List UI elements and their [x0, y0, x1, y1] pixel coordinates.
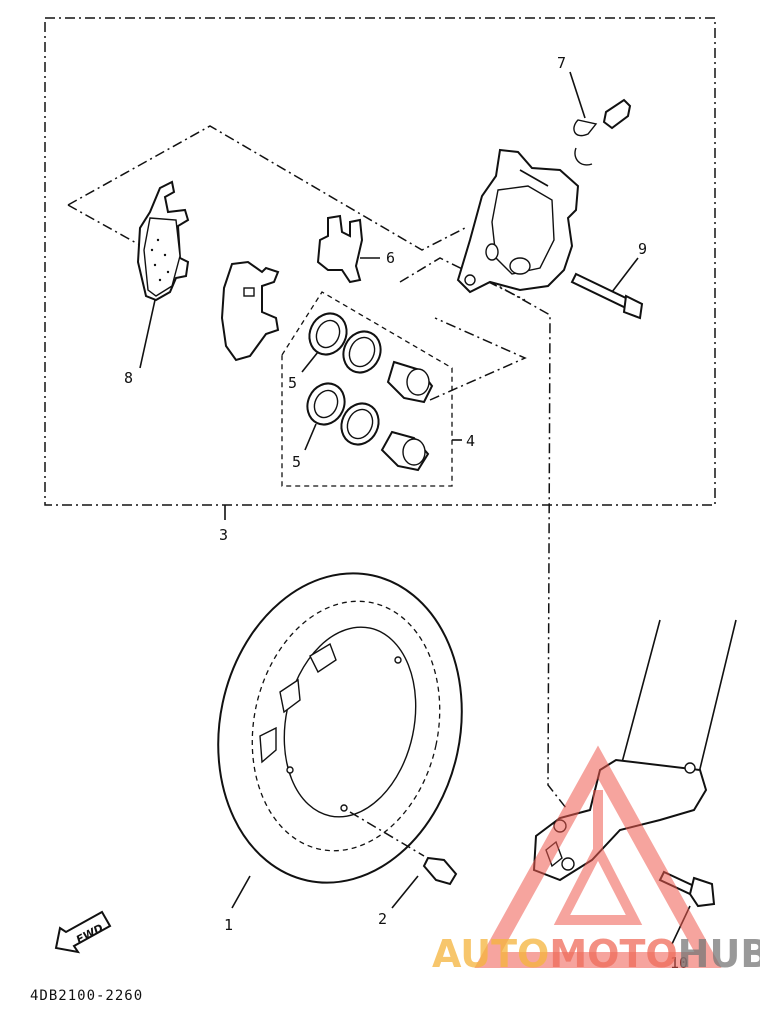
seal-rings [306, 312, 382, 446]
callout-3: 3 [219, 526, 228, 544]
callout-8: 8 [124, 369, 133, 387]
leader-1 [231, 875, 251, 909]
mount-guide-line [469, 269, 567, 809]
caliper-body [456, 148, 580, 294]
callout-7: 7 [557, 54, 566, 72]
callout-5a: 5 [288, 374, 297, 392]
leader-5b [304, 423, 317, 451]
pad-support-clip [316, 214, 364, 284]
leader-9 [611, 257, 639, 293]
pad-guide-line [67, 125, 466, 251]
seal-guide-line-2 [429, 317, 527, 401]
leader-7 [569, 71, 586, 119]
disc-bolt [422, 856, 458, 886]
leader-5a [301, 351, 319, 373]
brake-pad-front [136, 180, 190, 302]
disc-bolt-guide [349, 811, 425, 857]
caliper-pistons [380, 360, 434, 472]
callout-9: 9 [638, 240, 647, 258]
watermark-text: AUTOMOTOHUB [432, 932, 760, 976]
fwd-arrow-icon: FWD [54, 910, 112, 954]
callout-6: 6 [386, 249, 395, 267]
callout-2: 2 [378, 910, 387, 928]
watermark-logo [474, 745, 722, 968]
diagram-code: 4DB2100-2260 [30, 988, 143, 1004]
fork-leg [532, 619, 737, 882]
caliper-assembly-boundary [44, 17, 716, 506]
seal-guide-line [399, 257, 526, 301]
pad-guide-line-lower [67, 204, 139, 245]
brake-pad-rear [220, 260, 280, 362]
callout-1: 1 [224, 916, 233, 934]
bleed-screw [573, 98, 632, 166]
watermark-triangle-icon [474, 745, 722, 968]
brake-disc [217, 572, 463, 884]
leader-8 [139, 299, 156, 369]
seal-kit-boundary [281, 291, 453, 487]
callout-5b: 5 [292, 453, 301, 471]
callout-4: 4 [466, 432, 475, 450]
leader-2 [391, 875, 419, 909]
caliper-bolt [570, 272, 644, 320]
